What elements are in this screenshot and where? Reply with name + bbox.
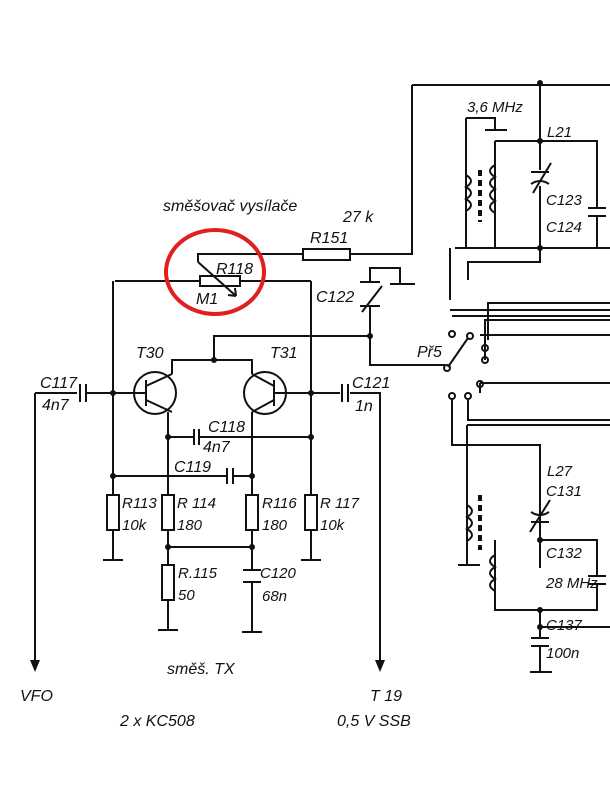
resistor-r151 xyxy=(302,248,351,261)
c137-value: 100n xyxy=(546,645,579,662)
c120-value: 68n xyxy=(262,588,287,605)
c137-label: C137 xyxy=(546,617,583,634)
r113-value: 10k xyxy=(122,517,148,534)
c121-label: C121 xyxy=(352,375,390,392)
junction-dots xyxy=(110,80,543,630)
arrow-vfo-icon xyxy=(30,660,40,672)
wires xyxy=(34,83,610,673)
r151-label: R151 xyxy=(310,230,348,247)
r151-value: 27 k xyxy=(342,209,374,226)
switch-label: Př5 xyxy=(417,344,442,361)
transistor-t30 xyxy=(133,371,177,415)
t19-label: T 19 xyxy=(370,688,402,705)
r115-label: R.115 xyxy=(178,565,218,582)
trimmer-c123 xyxy=(530,162,552,194)
c121-value: 1n xyxy=(355,398,373,415)
c117-value: 4n7 xyxy=(42,397,70,414)
highlight-circle xyxy=(164,228,266,316)
switch-pr5 xyxy=(443,330,489,400)
trimmer-c122 xyxy=(360,281,383,313)
freq-bottom-label: 28 MHz xyxy=(545,575,598,592)
mixer-tx-label: směš. TX xyxy=(167,661,236,678)
l27-label: L27 xyxy=(547,463,573,480)
capacitor-c121 xyxy=(341,384,349,402)
c119-label: C119 xyxy=(174,459,211,476)
r118-value: M1 xyxy=(196,291,218,308)
r117-label: R 117 xyxy=(320,495,360,512)
resistor-r115 xyxy=(161,564,175,601)
trimmer-c131 xyxy=(529,499,551,533)
t30-label: T30 xyxy=(136,345,164,362)
r117-value: 10k xyxy=(320,517,346,534)
resistor-r116 xyxy=(245,494,259,531)
potentiometer-wiper xyxy=(197,261,237,297)
potentiometer-r118 xyxy=(199,275,241,287)
c117-label: C117 xyxy=(40,375,78,392)
r116-value: 180 xyxy=(262,517,288,534)
r115-value: 50 xyxy=(178,587,195,604)
c131-label: C131 xyxy=(546,483,582,500)
title-label: směšovač vysílače xyxy=(163,198,297,215)
capacitor-c119 xyxy=(226,468,234,484)
vfo-label: VFO xyxy=(20,688,53,705)
c124-label: C124 xyxy=(546,219,582,236)
c122-label: C122 xyxy=(316,289,354,306)
t31-label: T31 xyxy=(270,345,298,362)
capacitor-c137 xyxy=(531,637,549,647)
capacitor-c120 xyxy=(243,569,261,583)
r114-label: R 114 xyxy=(177,495,216,512)
resistor-r117 xyxy=(304,494,318,531)
capacitor-c117 xyxy=(79,384,87,402)
freq-top-label: 3,6 MHz xyxy=(467,99,523,116)
resistor-r114 xyxy=(161,494,175,531)
arrow-t19-icon xyxy=(375,660,385,672)
r116-label: R116 xyxy=(262,495,297,512)
c118-value: 4n7 xyxy=(203,439,231,456)
c132-label: C132 xyxy=(546,545,583,562)
capacitor-c124 xyxy=(588,207,606,217)
capacitor-c118 xyxy=(193,429,200,445)
resistor-r113 xyxy=(106,494,120,531)
transistors-label: 2 x KC508 xyxy=(119,713,195,730)
r114-value: 180 xyxy=(177,517,203,534)
capacitor-c132 xyxy=(588,575,606,585)
r113-label: R113 xyxy=(122,495,157,512)
c123-label: C123 xyxy=(546,192,583,209)
coil-l27 xyxy=(465,504,497,592)
coil-l21 xyxy=(464,164,497,214)
l21-label: L21 xyxy=(547,124,572,141)
r118-label: R118 xyxy=(216,261,253,278)
c120-label: C120 xyxy=(260,565,297,582)
t19-value: 0,5 V SSB xyxy=(337,713,411,730)
transistor-t31 xyxy=(243,371,287,415)
c118-label: C118 xyxy=(208,419,245,436)
